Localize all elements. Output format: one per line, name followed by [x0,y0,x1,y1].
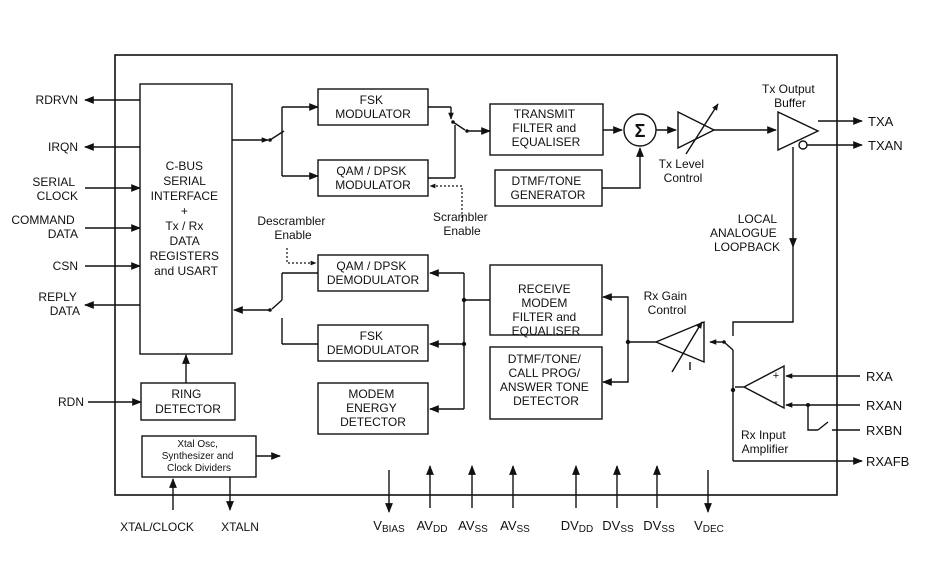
pin-rxafb: RXAFB [866,454,909,469]
svg-text:FSK MODULATOR: FSK MODULATOR [335,93,411,121]
bottom-pins: XTAL/CLOCK XTALN VBIAS AVDD AVSS AVSS DV… [120,452,724,535]
dtmf-detector-block: DTMF/TONE/ CALL PROG/ ANSWER TONE DETECT… [489,346,603,420]
svg-text:DTMF/TONE GENERATOR: DTMF/TONE GENERATOR [511,174,586,202]
svg-text:TRANSMIT FILTER and: TRANSMIT FILTER and EQUALISER [512,107,581,149]
scrambler-enable-label: Scrambler Enable [433,210,491,238]
svg-text:-: - [774,396,778,408]
tx-path: Σ [232,103,863,248]
pin-rdn: RDN [58,395,84,409]
rx-path: + - [233,247,863,465]
tx-level-control-label: Tx Level Control [659,157,708,185]
tx-output-buffer [777,110,820,152]
pin-csn: CSN [53,259,78,273]
cbus-interface-block: C-BUS SERIAL INTERFACE + Tx / Rx DATA RE… [139,83,233,355]
receive-filter-block: RECEIVE MODEM FILTER and EQUALISER [489,264,603,338]
energy-detector-block: MODEM ENERGY DETECTOR [317,382,429,435]
pin-xtaln: XTALN [221,520,259,534]
pin-command-data: COMMAND DATA [11,213,78,241]
svg-text:DTMF/TONE/ CALL PROG/: DTMF/TONE/ CALL PROG/ ANSWER TONE DETECT… [500,352,592,408]
cbus-label: C-BUS SERIAL INTERFACE + Tx / Rx DATA RE… [150,159,223,278]
qam-modulator-block: QAM / DPSK MODULATOR [317,159,429,197]
annotations: Tx Output Buffer Tx Level Control Scramb… [257,82,818,456]
tx-output-buffer-label: Tx Output Buffer [762,82,818,110]
pin-reply-data: REPLY DATA [38,290,80,318]
dtmf-generator-block: DTMF/TONE GENERATOR [494,169,603,207]
svg-text:Σ: Σ [635,121,646,141]
right-pins: TXA TXAN RXA RXAN RXBN RXAFB [866,114,909,469]
pin-rdrvn: RDRVN [36,93,78,107]
svg-text:RECEIVE MODEM FILT: RECEIVE MODEM FILTER and EQUALISER [512,282,581,338]
fsk-modulator-block: FSK MODULATOR [317,88,429,126]
pin-txa: TXA [868,114,894,129]
pin-serial-clock: SERIAL CLOCK [32,175,78,203]
pin-rxan: RXAN [866,398,902,413]
pin-irqn: IRQN [48,140,78,154]
transmit-filter-block: TRANSMIT FILTER and EQUALISER [489,103,604,156]
rx-input-amplifier-label: Rx Input Amplifier [741,428,789,456]
svg-text:FSK DEMODULATOR: FSK DEMODULATOR [327,329,420,357]
left-pins: RDRVN IRQN SERIAL CLOCK COMMAND DATA CSN… [11,93,142,409]
pin-vdec: VDEC [694,518,724,535]
svg-text:Xtal Osc, Synthesizer an: Xtal Osc, Synthesizer and Clock Dividers [162,439,237,474]
pin-avdd: AVDD [417,518,448,535]
rx-gain-amplifier [654,320,705,364]
descrambler-enable-label: Descrambler Enable [257,214,328,242]
xtal-osc-block: Xtal Osc, Synthesizer and Clock Dividers [141,435,257,478]
pin-avss-2: AVSS [500,518,530,535]
pin-dvss-2: DVSS [643,518,675,535]
pin-vbias: VBIAS [373,518,405,535]
svg-text:MODEM ENERGY DETEC: MODEM ENERGY DETECTOR [340,387,406,429]
pin-dvdd: DVDD [561,518,594,535]
qam-demodulator-block: QAM / DPSK DEMODULATOR [317,254,429,292]
svg-text:QAM / DPSK MODULATOR: QAM / DPSK MODULATOR [335,164,411,192]
svg-text:+: + [773,370,779,382]
pin-rxa: RXA [866,369,893,384]
ring-detector-block: RING DETECTOR [140,382,236,421]
pin-rxbn: RXBN [866,423,902,438]
pin-dvss-1: DVSS [602,518,634,535]
rx-input-amplifier [742,364,785,410]
svg-text:QAM / DPSK DEMODULATOR: QAM / DPSK DEMODULATOR [327,259,420,287]
pin-txan: TXAN [868,138,903,153]
chip-outline [114,54,838,496]
pin-avss-1: AVSS [458,518,488,535]
local-loopback-label: LOCAL ANALOGUE LOOPBACK [710,212,780,254]
svg-text:RING DETECTOR: RING DETECTOR [155,387,221,416]
pin-xtal-clock: XTAL/CLOCK [120,520,194,534]
rx-gain-control-label: Rx Gain Control [644,289,691,317]
fsk-demodulator-block: FSK DEMODULATOR [317,324,429,362]
